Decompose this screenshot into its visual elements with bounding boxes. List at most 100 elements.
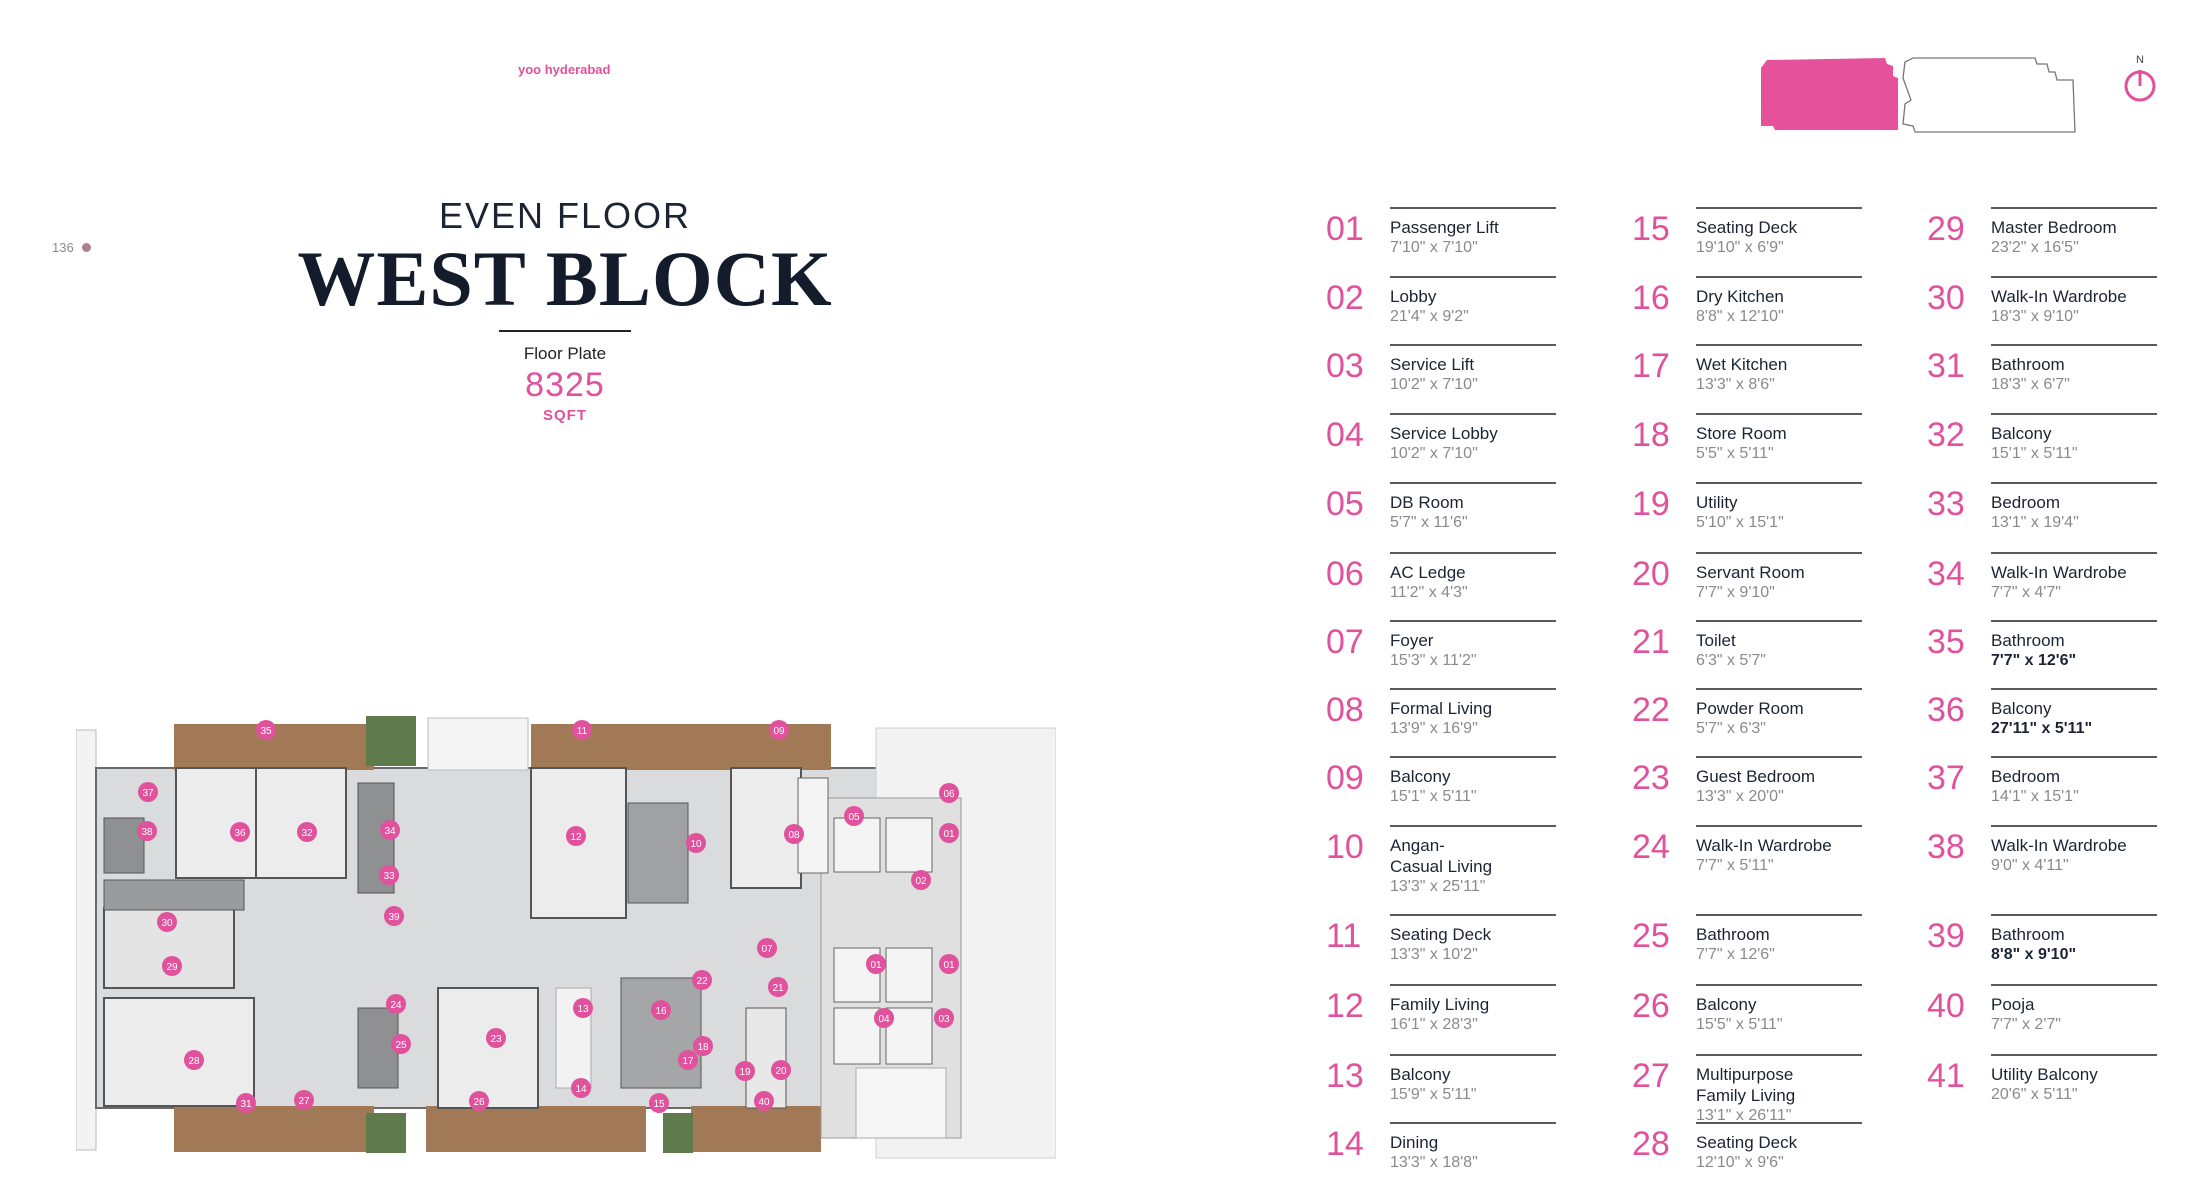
plan-marker-label: 12 bbox=[570, 832, 582, 843]
legend-room-dimension: 15'3" x 11'2" bbox=[1390, 652, 1477, 669]
legend-room-dimension: 27'11" x 5'11" bbox=[1991, 720, 2093, 737]
plan-marker-label: 14 bbox=[575, 1084, 587, 1095]
plan-marker: 35 bbox=[256, 720, 276, 740]
legend-room-name: Angan- bbox=[1390, 836, 1445, 855]
plan-marker-dot bbox=[939, 823, 959, 843]
legend-number: 30 bbox=[1927, 279, 1965, 317]
legend-room-name: Dining bbox=[1390, 1133, 1439, 1152]
plan-marker-label: 36 bbox=[234, 828, 246, 839]
legend-room-name: Service Lobby bbox=[1390, 424, 1498, 443]
legend-room-name: Formal Living bbox=[1390, 699, 1493, 718]
plan-marker-dot bbox=[572, 720, 592, 740]
legend-room-name: Balcony bbox=[1390, 1065, 1451, 1084]
legend-room-dimension: 15'1" x 5'11" bbox=[1991, 445, 2078, 462]
plan-deck-26 bbox=[426, 1106, 646, 1152]
plan-marker: 38 bbox=[137, 821, 157, 841]
plan-room-guest-23 bbox=[437, 987, 539, 1109]
plan-marker: 32 bbox=[297, 822, 317, 842]
floor-plate-unit: SQFT bbox=[543, 407, 587, 424]
legend-number: 29 bbox=[1927, 210, 1965, 248]
plan-marker-label: 16 bbox=[655, 1006, 667, 1017]
plan-marker: 29 bbox=[162, 956, 182, 976]
plan-marker-dot bbox=[874, 1008, 894, 1028]
plan-room-kitchen-16 bbox=[620, 977, 702, 1089]
plan-marker: 01 bbox=[939, 823, 959, 843]
plan-marker: 33 bbox=[379, 865, 399, 885]
plan-marker-dot bbox=[297, 822, 317, 842]
plan-marker-label: 17 bbox=[682, 1056, 694, 1067]
plan-marker-dot bbox=[649, 1093, 669, 1113]
legend-number: 14 bbox=[1326, 1125, 1364, 1163]
plan-lift-01b bbox=[885, 817, 933, 873]
legend-number: 22 bbox=[1632, 691, 1670, 729]
legend-room-name: Bathroom bbox=[1696, 925, 1770, 944]
legend-number: 31 bbox=[1927, 347, 1965, 385]
compass-north-label: N bbox=[2136, 54, 2144, 66]
plan-marker-dot bbox=[294, 1090, 314, 1110]
plan-marker-label: 05 bbox=[848, 812, 860, 823]
legend-number: 32 bbox=[1927, 416, 1965, 454]
legend-number: 35 bbox=[1927, 623, 1965, 661]
compass-icon bbox=[2124, 70, 2156, 102]
legend-room-name: DB Room bbox=[1390, 493, 1464, 512]
legend-number: 26 bbox=[1632, 987, 1670, 1025]
compass: N bbox=[2122, 54, 2158, 107]
floor-plate-rule bbox=[499, 330, 631, 332]
legend-room-dimension: 7'7" x 12'6" bbox=[1696, 946, 1775, 963]
plan-marker-label: 02 bbox=[915, 876, 927, 887]
legend-number: 02 bbox=[1326, 279, 1364, 317]
plan-marker: 34 bbox=[380, 820, 400, 840]
plan-marker-label: 15 bbox=[653, 1099, 665, 1110]
plan-marker: 24 bbox=[386, 994, 406, 1014]
plan-marker-dot bbox=[384, 906, 404, 926]
legend-room-name: Pooja bbox=[1991, 995, 2035, 1014]
plan-deck-32 bbox=[174, 1106, 374, 1152]
plan-marker: 22 bbox=[692, 970, 712, 990]
legend-number: 21 bbox=[1632, 623, 1670, 661]
plan-marker-dot bbox=[162, 956, 182, 976]
title-line1: EVEN FLOOR bbox=[438, 195, 692, 236]
legend-room-dimension: 15'5" x 5'11" bbox=[1696, 1016, 1783, 1033]
plan-stair-east bbox=[855, 1067, 947, 1139]
plan-marker-dot bbox=[771, 1060, 791, 1080]
legend-room-name: Balcony bbox=[1991, 699, 2052, 718]
plan-marker-label: 25 bbox=[395, 1040, 407, 1051]
legend-number: 20 bbox=[1632, 555, 1670, 593]
plan-marker: 11 bbox=[572, 720, 592, 740]
plan-marker-dot bbox=[866, 954, 886, 974]
plan-void-top bbox=[427, 717, 529, 771]
plan-marker-label: 23 bbox=[490, 1034, 502, 1045]
plan-marker: 01 bbox=[939, 954, 959, 974]
plan-marker: 09 bbox=[769, 720, 789, 740]
legend-number: 12 bbox=[1326, 987, 1364, 1025]
title-line2: WEST BLOCK bbox=[297, 235, 833, 322]
plan-marker-label: 08 bbox=[788, 830, 800, 841]
plan-marker: 21 bbox=[768, 977, 788, 997]
